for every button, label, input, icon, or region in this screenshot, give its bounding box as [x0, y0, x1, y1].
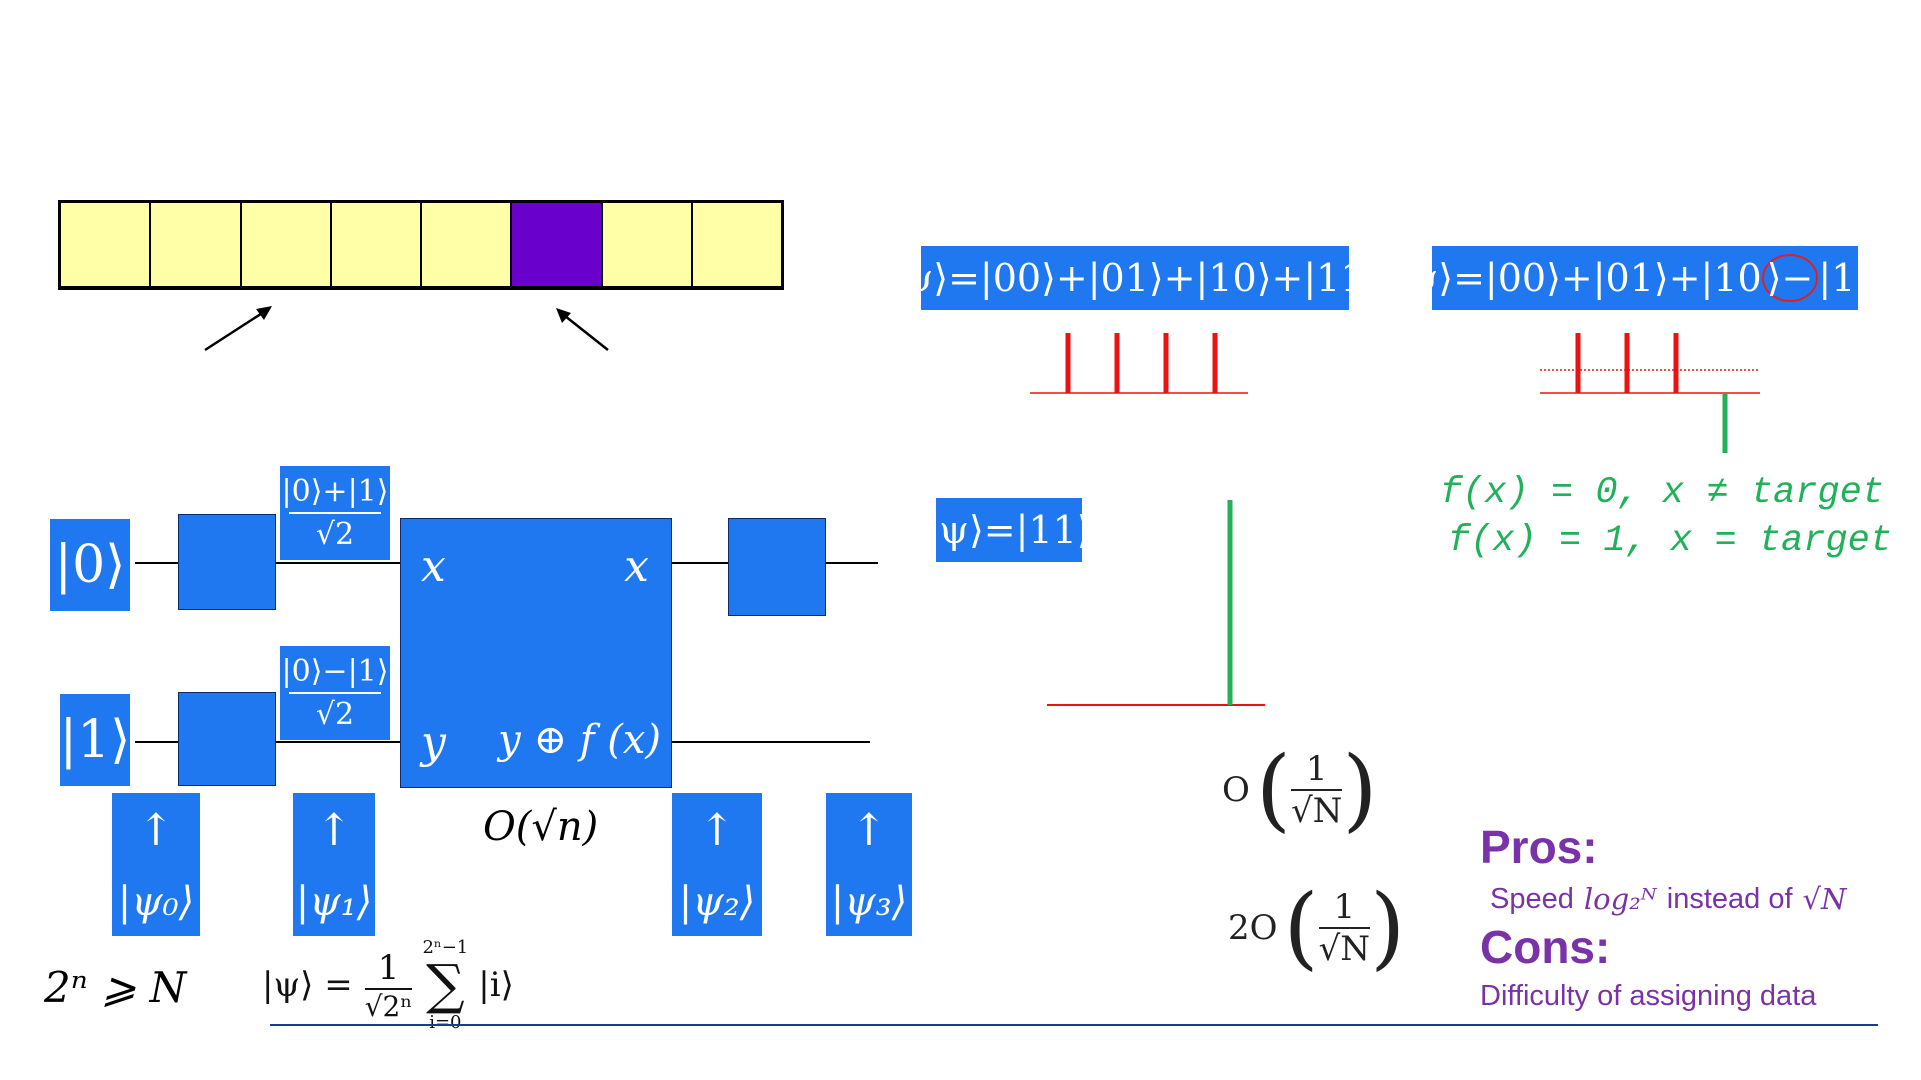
- diffusion-gate: [728, 518, 826, 616]
- array-cell: [331, 203, 422, 286]
- oracle-output-y: y ⊕ f (x): [498, 717, 661, 763]
- psi0-marker: ↑ |ψ₀⟩: [112, 793, 200, 936]
- psi2-marker: ↑ |ψ₂⟩: [672, 793, 762, 936]
- array-cell: [602, 203, 693, 286]
- state-uniform-label: |ψ⟩=|00⟩+|01⟩+|10⟩+|11⟩: [891, 246, 1379, 310]
- ket-one: |1⟩: [60, 694, 130, 786]
- pros-text-a: Speed: [1490, 882, 1574, 915]
- minus-state-denominator: √2: [315, 697, 355, 732]
- ket-zero: |0⟩: [50, 519, 130, 611]
- arrow-left: [204, 306, 271, 352]
- ket-one-text: |1⟩: [59, 710, 131, 770]
- uniform-state-num: 1: [377, 947, 400, 988]
- array-arrows: [204, 306, 609, 352]
- psi3-marker: ↑ |ψ₃⟩: [826, 793, 912, 936]
- psi3-text: |ψ₃⟩: [830, 878, 908, 925]
- sum-upper: 2ⁿ−1: [422, 937, 469, 958]
- sum-term: |i⟩: [478, 965, 514, 1005]
- hadamard-gate-bottom: [178, 692, 276, 786]
- complexity-one-fraction: 1 √N: [1291, 749, 1343, 831]
- state-marked-suffix: |11⟩: [1818, 256, 1895, 300]
- amplitude-diagrams: [1030, 333, 1760, 706]
- wire-top-3: [670, 562, 730, 564]
- wire-top-1: [135, 562, 180, 564]
- up-arrow-icon: ↑: [137, 804, 175, 856]
- array-cell: [422, 203, 513, 286]
- wire-top-2: [274, 562, 402, 564]
- cons-text: Difficulty of assigning data: [1480, 980, 1817, 1012]
- oracle-def-line2: f(x) = 1, x = target: [1448, 520, 1893, 562]
- state-collapsed-text: |ψ⟩=|11⟩: [926, 508, 1092, 552]
- pros-sqrt: √N: [1802, 882, 1847, 916]
- plus-state-numerator: |0⟩+|1⟩: [281, 474, 389, 509]
- complexity-two-prefix: 2O: [1228, 908, 1278, 948]
- state-uniform-text: |ψ⟩=|00⟩+|01⟩+|10⟩+|11⟩: [890, 256, 1380, 300]
- array-cell: [241, 203, 332, 286]
- uniform-state-fraction: 1 √2ⁿ: [364, 947, 413, 1023]
- psi2-text: |ψ₂⟩: [678, 878, 756, 925]
- wire-bottom-1: [135, 741, 180, 743]
- arrow-right: [559, 311, 609, 351]
- psi1-text: |ψ₁⟩: [295, 878, 373, 925]
- minus-state-numerator: |0⟩−|1⟩: [281, 654, 389, 689]
- pros-text: Speed log₂ᴺ instead of √N: [1490, 882, 1846, 916]
- oracle-output-x: x: [624, 541, 649, 592]
- complexity-one-num: 1: [1305, 749, 1328, 789]
- state-marked-minus: ⟩−: [1761, 254, 1819, 302]
- up-arrow-icon: ↑: [850, 804, 888, 856]
- wire-bottom-2: [274, 741, 402, 743]
- up-arrow-icon: ↑: [315, 804, 353, 856]
- sum-symbol: ∑: [426, 953, 465, 1016]
- arrow-left-head: [256, 306, 272, 320]
- uniform-state-formula: |ψ⟩ = 1 √2ⁿ 2ⁿ−1 ∑ i=0 |i⟩: [262, 930, 514, 1040]
- oracle-gate: x x y y ⊕ f (x): [400, 518, 672, 788]
- state-marked-prefix: |ψ⟩=|00⟩+|01⟩+|10: [1395, 256, 1762, 300]
- search-array: [58, 200, 784, 290]
- uniform-state-den: √2ⁿ: [364, 989, 413, 1023]
- complexity-two-num: 1: [1333, 887, 1356, 927]
- arrow-right-head: [556, 308, 571, 323]
- array-cell: [61, 203, 152, 286]
- complexity-one: O ( 1 √N ): [1222, 737, 1378, 842]
- up-arrow-icon: ↑: [698, 804, 736, 856]
- psi0-text: |ψ₀⟩: [117, 878, 195, 925]
- psi1-marker: ↑ |ψ₁⟩: [293, 793, 375, 936]
- complexity-one-den: √N: [1291, 791, 1343, 831]
- complexity-one-prefix: O: [1222, 770, 1250, 810]
- oracle-def-line1: f(x) = 0, x ≠ target: [1440, 472, 1885, 514]
- state-collapsed-label: |ψ⟩=|11⟩: [926, 498, 1092, 562]
- oracle-input-y: y: [421, 717, 446, 768]
- sum-lower: i=0: [429, 1012, 462, 1033]
- divider-line: [270, 1024, 1878, 1026]
- wire-bottom-3: [670, 741, 870, 743]
- complexity-two: 2O ( 1 √N ): [1228, 875, 1406, 980]
- minus-state-label: |0⟩−|1⟩ √2: [280, 646, 390, 740]
- cons-title: Cons:: [1480, 921, 1611, 973]
- pros-title: Pros:: [1480, 821, 1598, 873]
- plus-state-label: |0⟩+|1⟩ √2: [280, 466, 390, 560]
- uniform-state-lhs: |ψ⟩ =: [262, 965, 353, 1005]
- plus-state-denominator: √2: [315, 517, 355, 552]
- array-cell: [151, 203, 242, 286]
- wire-top-4: [826, 562, 878, 564]
- oracle-cost: O(√n): [483, 804, 599, 850]
- hadamard-gate-top: [178, 514, 276, 610]
- oracle-input-x: x: [421, 541, 446, 592]
- ket-zero-text: |0⟩: [54, 535, 126, 595]
- array-cell: [512, 203, 603, 286]
- pros-log: log₂ᴺ: [1583, 882, 1657, 916]
- summation: 2ⁿ−1 ∑ i=0: [422, 937, 468, 1033]
- pros-text-b: instead of: [1666, 882, 1793, 915]
- array-cell: [692, 203, 781, 286]
- complexity-two-fraction: 1 √N: [1318, 887, 1371, 969]
- complexity-two-den: √N: [1318, 929, 1371, 969]
- qubit-bound-formula: 2ⁿ ⩾ N: [44, 963, 187, 1012]
- state-marked-label: |ψ⟩=|00⟩+|01⟩+|10 ⟩− |11⟩: [1396, 246, 1894, 310]
